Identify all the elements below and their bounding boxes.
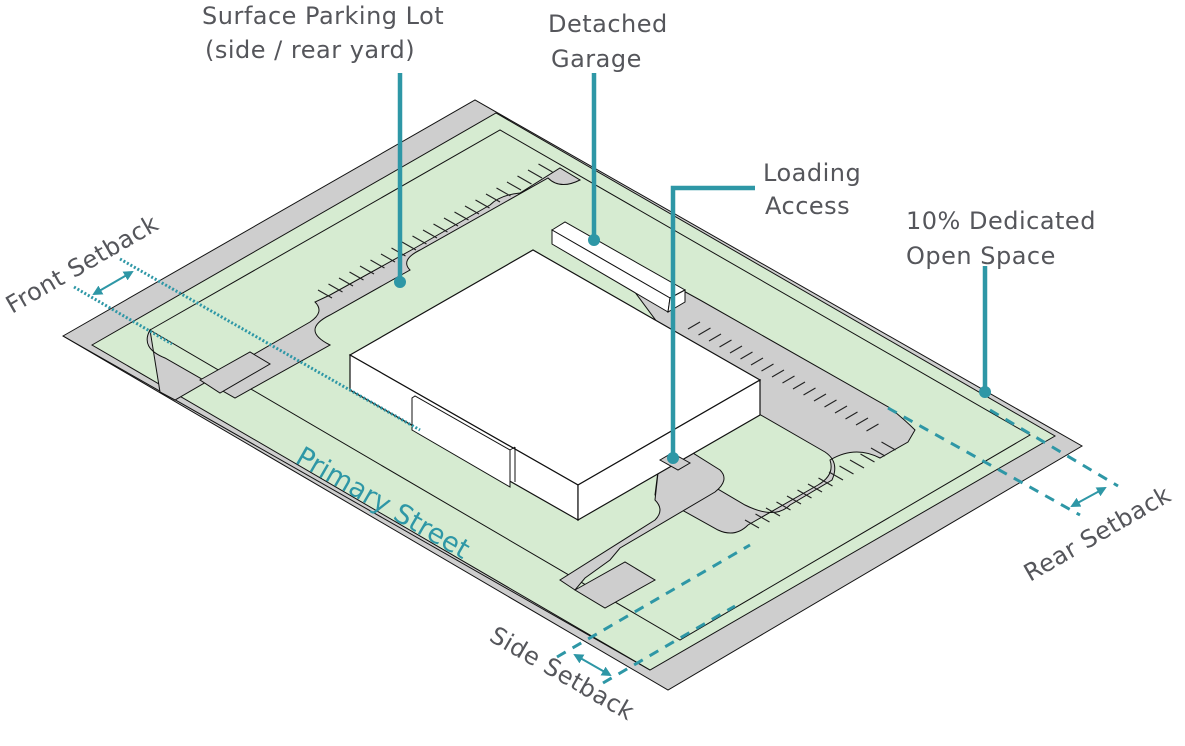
- parking-stall-line: [849, 459, 865, 469]
- side-setback-lines: [556, 543, 751, 685]
- main-building: [348, 249, 762, 522]
- parking-stall-line: [708, 333, 722, 342]
- parking-stall-line: [370, 259, 385, 269]
- rear-setback-arrow-icon: [1070, 487, 1107, 507]
- parking-stall-line: [719, 339, 732, 348]
- parking-stall-line: [765, 507, 781, 517]
- parking-stall-line: [443, 217, 459, 227]
- front-drive: [199, 351, 271, 394]
- parking-leader: [394, 73, 406, 288]
- parking-drive-south: [559, 444, 725, 591]
- loading-leader: [667, 185, 755, 464]
- parking-stall-line: [813, 393, 827, 402]
- parking-stall-line: [782, 375, 795, 384]
- front-setback-lines: [73, 257, 421, 432]
- parking-stall-line: [349, 271, 364, 281]
- parking-stall-line: [517, 175, 532, 185]
- parking-stall-line: [338, 277, 354, 287]
- parking-stall-line: [771, 369, 785, 378]
- parking-stall-line: [855, 417, 869, 426]
- parking-stall-line: [380, 253, 396, 263]
- garage-label-line1: Detached: [548, 10, 668, 38]
- parking-stall-line: [818, 477, 833, 487]
- parking-stall-line: [454, 211, 469, 221]
- side-setback-arrow-icon: [573, 654, 612, 676]
- garage-leader: [588, 73, 600, 246]
- parking-stall-line: [359, 265, 375, 275]
- parking-stall-line: [750, 357, 764, 366]
- parking-stall-line: [866, 423, 879, 432]
- parking-stall-line: [485, 193, 501, 203]
- parking-stall-line: [761, 363, 774, 372]
- parking-stall-line: [538, 163, 553, 173]
- parking-stall-line: [786, 495, 802, 505]
- loading-label-line1: Loading: [763, 159, 861, 187]
- rear-setback-lines: [887, 406, 1119, 517]
- parking-stall-line: [729, 345, 743, 354]
- parking-stall-line: [464, 205, 480, 215]
- rear-setback-label: Rear Setback: [1019, 480, 1176, 587]
- parking-stall-line: [740, 351, 753, 360]
- loading-marker-icon: [667, 452, 679, 464]
- parking-stall-line: [860, 453, 875, 463]
- parking-stall-line: [828, 471, 844, 481]
- parking-stall-line: [776, 501, 791, 511]
- parking-stall-line: [496, 187, 511, 197]
- parking-stall-line: [422, 229, 438, 239]
- parking-label-line1: Surface Parking Lot: [202, 2, 444, 30]
- parking-stall-line: [317, 289, 333, 299]
- open-space-marker-icon: [979, 386, 991, 398]
- open-space-leader: [979, 266, 991, 398]
- parking-marker-icon: [394, 276, 406, 288]
- parking-stalls-south: [744, 441, 896, 529]
- parking-stall-line: [755, 513, 770, 523]
- parking-stall-line: [412, 235, 427, 245]
- loading-label-line2: Access: [765, 192, 850, 220]
- parking-stall-line: [870, 447, 886, 457]
- parking-stall-line: [845, 411, 858, 420]
- parking-stall-line: [506, 181, 522, 191]
- parking-stall-line: [803, 387, 816, 396]
- parking-stall-line: [687, 321, 701, 330]
- parking-stall-line: [824, 399, 837, 408]
- side-drive: [574, 561, 656, 609]
- parking-stall-line: [744, 519, 760, 529]
- parking-stall-line: [475, 199, 490, 209]
- parking-stall-line: [834, 405, 848, 414]
- parking-stall-line: [401, 241, 417, 251]
- property-line: [149, 129, 1031, 641]
- open-space-label-line1: 10% Dedicated: [906, 207, 1096, 235]
- parking-stall-line: [807, 483, 823, 493]
- parking-stall-line: [433, 223, 448, 233]
- front-setback-arrow-icon: [92, 270, 134, 296]
- parking-label-line2: (side / rear yard): [205, 36, 415, 64]
- parking-stall-line: [797, 489, 812, 499]
- parking-stalls-east: [687, 321, 879, 432]
- garage-label-line2: Garage: [551, 45, 642, 73]
- parking-stall-line: [839, 465, 854, 475]
- parking-stall-line: [527, 169, 543, 179]
- parking-stall-line: [881, 441, 896, 451]
- garage-marker-icon: [588, 234, 600, 246]
- detached-garage: [551, 221, 687, 313]
- parking-drive-west: [146, 167, 582, 401]
- parking-stall-line: [698, 327, 711, 336]
- parking-stall-line: [328, 283, 343, 293]
- parking-stall-line: [792, 381, 806, 390]
- open-space-label-line2: Open Space: [906, 242, 1056, 270]
